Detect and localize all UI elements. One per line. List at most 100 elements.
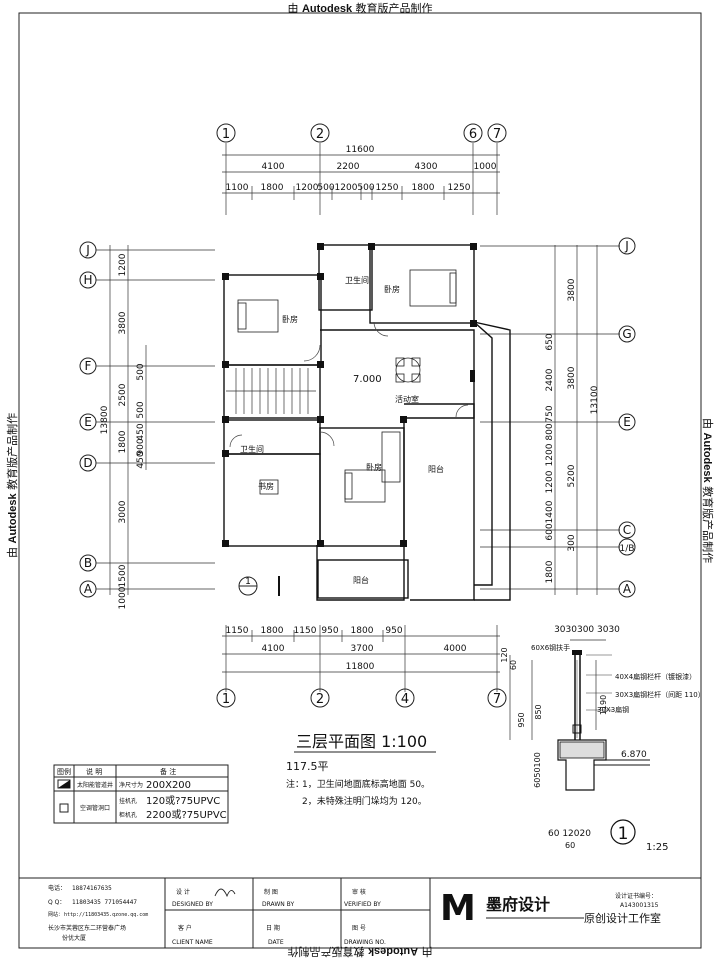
dim: 1200 [545,443,555,466]
plan-walls [223,244,511,601]
dim: 1250 [376,183,399,193]
axis-label: 2 [316,127,324,142]
axis-label: 1 [222,692,230,707]
dim: 1150 [294,626,317,636]
dim: 1250 [448,183,471,193]
notes-label: 注： [286,778,304,790]
cert-number: A143001315 [620,902,659,909]
detail-dim: 120 [500,647,509,662]
dim: 1800 [351,626,374,636]
legend-key: 挂机孔 [119,797,137,805]
detail-dim: 1190 [599,695,608,715]
room-study: 书房 [258,481,274,491]
room-activity: 活动室 [395,394,419,404]
edge-notice-top: 由 Autodesk 教育版产品制作 [287,2,433,15]
dim-total: 13100 [590,385,600,414]
dim: 750 [545,405,555,422]
room-bath-top: 卫生间 [345,275,369,285]
axis-label: A [623,582,632,596]
dimension-texts-top: 11600 4100 2200 4300 1000 1100 1800 1200… [226,145,497,193]
room-bed-top-right: 卧房 [384,284,400,294]
axis-label: 2 [316,692,324,707]
legend-header: 备 注 [160,767,176,776]
railing-detail: 3030300 3030 60X6钢扶手 40X4扁钢栏杆（镀银漆） 30X3扁… [500,625,705,853]
studio-logo-mark: M [440,888,476,929]
dim: 3800 [567,366,577,389]
detail-dim: 850 [534,704,543,719]
axis-bubbles-bottom: 1 2 4 7 [216,688,507,708]
axis-label: B [84,556,92,570]
axis-bubbles-top: 1 2 6 7 [216,123,507,143]
axis-label: 7 [493,692,501,707]
drawing-title: 三层平面图 1:100 [296,732,427,751]
axis-label: F [85,359,92,373]
callout-baluster-a: 40X4扁钢栏杆（镀银漆） [615,672,696,681]
detail-number: 1 [618,824,629,844]
dim: 950 [321,626,338,636]
field-cn: 设 计 [176,888,190,896]
room-labels: 卫生间 卧房 卧房 活动室 7.000 卫生间 书房 卧房 阳台 阳台 [240,275,444,585]
axis-label: 4 [401,692,409,707]
axis-label: C [623,523,631,537]
dimension-texts-bottom: 1150 1800 1150 950 1800 950 4100 3700 40… [226,626,467,672]
legend-header: 说 明 [86,767,102,776]
field-en: DATE [268,939,284,946]
title-block: 电话： 18874167635 Q Q： 11803435 771054447 … [19,877,701,948]
field-en: CLIENT NAME [172,939,213,946]
dim: 500 [136,401,146,418]
dimension-lines-right [480,245,620,595]
callout-flat-steel: 30X3扁钢 [597,705,629,714]
axis-label: H [83,273,92,287]
detail-level: 6.870 [621,750,647,760]
dimension-texts-left: 13800 1200 3800 2500 1800 3000 1500 1000… [100,253,146,609]
field-en: DESIGNED BY [172,901,213,908]
field-cn: 客 户 [178,924,192,932]
detail-dim: 950 [517,712,526,727]
dim: 4100 [262,162,285,172]
dim: 500 [317,183,334,193]
dim: 450 [136,423,146,440]
contact-value: 11803435 771054447 [72,899,137,906]
dim: 600 [545,523,555,540]
dim: 500 [357,183,374,193]
dim: 450 [136,451,146,468]
studio-tagline: 原创设计工作室 [584,911,661,925]
stair [226,368,316,414]
dim: 1100 [226,183,249,193]
studio-brand: 墨府设计 [486,895,550,914]
axis-bubbles-left: J H F E D B A [79,241,97,598]
dim: 1000 [118,586,128,609]
dim: 1200 [335,183,358,193]
callout-handrail: 60X6钢扶手 [531,643,570,652]
dim: 500 [136,363,146,380]
doors [229,321,469,448]
section-marker-label: 1 [245,577,251,587]
field-en: DRAWN BY [262,901,294,908]
contact-key: Q Q： [48,899,65,906]
legend-key: 净尺寸为 [119,781,143,789]
contact-value: 18874167635 [72,885,112,892]
detail-bottom-dims: 60 12020 [548,829,591,839]
furniture [237,269,457,503]
legend-table: 图例 说 明 备 注 太阳能管道井 净尺寸为 200X200 空调管洞口 挂机孔… [53,764,229,824]
dim: 4100 [262,644,285,654]
room-bath-left: 卫生间 [240,444,264,454]
dim: 3800 [118,311,128,334]
legend-key: 柜机孔 [119,811,137,819]
field-cn: 制 图 [264,888,278,896]
detail-dim: 60 [509,660,518,670]
dim: 2400 [545,368,555,391]
dim: 1150 [226,626,249,636]
room-bed-mid: 卧房 [366,462,382,472]
axis-label: G [622,327,631,341]
contact-value: http://11803435.qzone.qq.com [64,912,148,918]
dim: 1800 [412,183,435,193]
level-mark: 7.000 [353,374,382,385]
dim: 4000 [444,644,467,654]
note-1: 1，卫生间地面底标高地面 50。 [302,778,430,790]
room-balcony-right: 阳台 [428,464,444,474]
dimension-lines-left [96,245,215,595]
signature [214,888,236,898]
legend-desc: 空调管洞口 [80,804,110,812]
